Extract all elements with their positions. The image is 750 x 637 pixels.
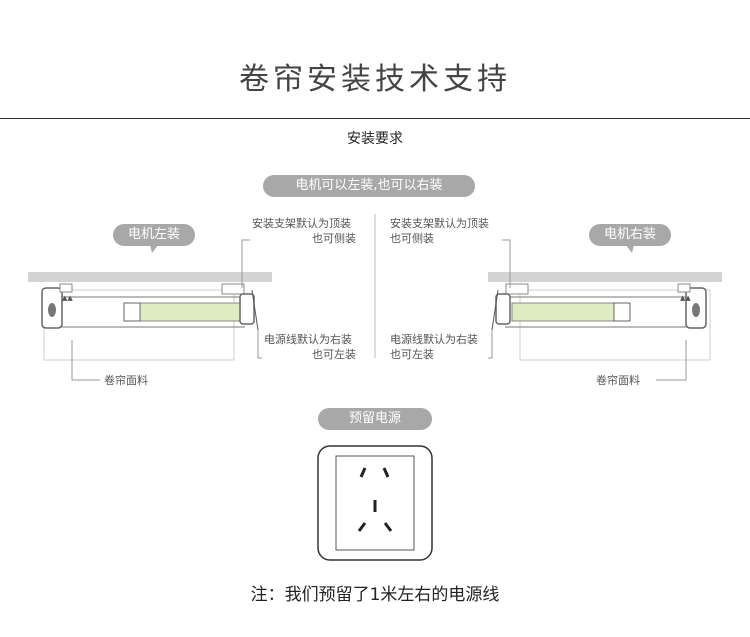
- left-cable-note-line2: 也可左装: [312, 348, 356, 361]
- left-motor: [137, 302, 243, 322]
- title-divider: [0, 118, 750, 119]
- right-bracket-note-line2: 也可侧装: [390, 232, 434, 245]
- left-ceiling-bar: [28, 272, 272, 282]
- right-ceiling-bar: [488, 272, 722, 282]
- left-bubble-tail: [150, 245, 158, 253]
- motor-either-side-badge: 电机可以左装,也可以右装: [263, 175, 475, 197]
- right-motor: [511, 302, 617, 322]
- left-fabric-label: 卷帘面料: [104, 374, 148, 387]
- left-bracket-note-line1: 安装支架默认为顶装: [252, 217, 351, 230]
- right-motor-bracket: [495, 293, 511, 325]
- right-bracket-note-line1: 安装支架默认为顶装: [390, 217, 489, 230]
- left-motor-badge: 电机左装: [113, 224, 195, 246]
- section-subtitle: 安装要求: [347, 131, 403, 147]
- svg-text:▲▲: ▲▲: [680, 294, 691, 302]
- svg-text:▲▲: ▲▲: [62, 294, 73, 302]
- footer-note: 注：我们预留了1米左右的电源线: [250, 585, 500, 605]
- right-cable-note: 电源线默认为右装 也可左装: [390, 332, 478, 362]
- power-outlet: [317, 445, 433, 561]
- right-motor-badge: 电机右装: [589, 224, 671, 246]
- power-supply-badge: 预留电源: [318, 408, 432, 430]
- left-bracket-note-line2: 也可侧装: [312, 232, 356, 245]
- left-bracket-note: 安装支架默认为顶装 也可侧装: [252, 216, 356, 246]
- left-cable-note: 电源线默认为右装 也可左装: [264, 332, 356, 362]
- left-motor-bracket: [239, 293, 255, 325]
- right-cable-note-line1: 电源线默认为右装: [390, 333, 478, 346]
- right-fabric-label: 卷帘面料: [596, 374, 640, 387]
- page-title: 卷帘安装技术支持: [239, 62, 511, 97]
- left-fabric-box: [43, 289, 235, 361]
- right-bracket-note: 安装支架默认为顶装 也可侧装: [390, 216, 489, 246]
- right-roller-assembly: ▲▲: [488, 239, 722, 381]
- right-bubble-tail: [626, 245, 634, 253]
- left-roller-assembly: ▲▲: [28, 239, 272, 381]
- right-cable-note-line2: 也可左装: [390, 348, 434, 361]
- left-cable-note-line1: 电源线默认为右装: [264, 333, 352, 346]
- right-fabric-box: [519, 289, 711, 361]
